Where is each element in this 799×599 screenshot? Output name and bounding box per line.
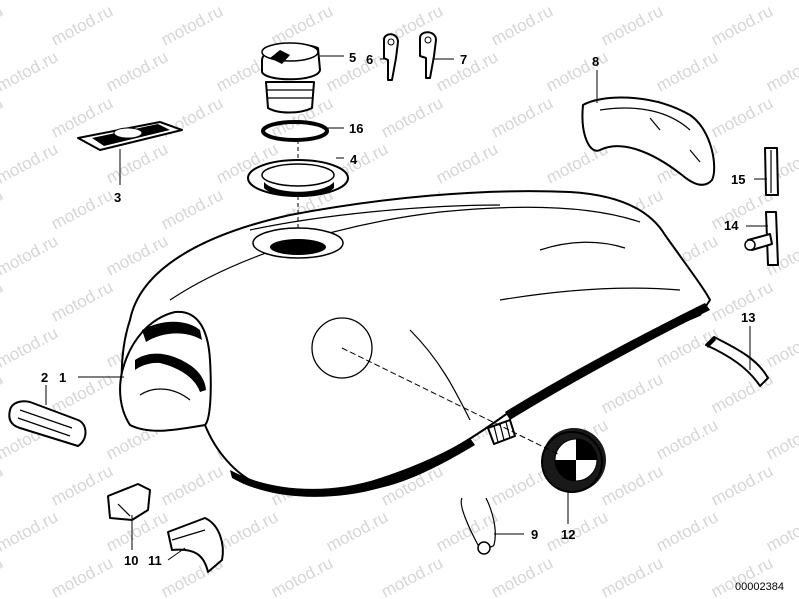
- callout-7: 7: [460, 52, 467, 67]
- watermark-text: motod.ru: [433, 507, 501, 555]
- watermark-text: motod.ru: [0, 507, 61, 555]
- watermark-text: motod.ru: [268, 1, 336, 49]
- filler-flange[interactable]: [247, 159, 349, 197]
- watermark-text: motod.ru: [0, 1, 6, 49]
- watermark-text: motod.ru: [103, 0, 171, 4]
- watermark-text: motod.ru: [0, 185, 6, 233]
- leader-lines: [45, 55, 768, 561]
- watermark-text: motod.ru: [378, 93, 446, 141]
- diagram-code: 00002384: [735, 581, 784, 593]
- hose-piece[interactable]: [705, 336, 769, 387]
- callout-8: 8: [592, 54, 599, 69]
- fuel-hose[interactable]: [764, 147, 779, 196]
- cover-11[interactable]: [167, 517, 224, 573]
- watermark-text: motod.ru: [488, 1, 556, 49]
- watermark-text: motod.ru: [103, 47, 171, 95]
- callout-2: 2: [41, 370, 48, 385]
- t-piece[interactable]: [744, 211, 779, 266]
- watermark-text: motod.ru: [763, 415, 799, 463]
- fuel-tank[interactable]: [119, 190, 711, 497]
- callout-labels: 1 2 3 4 5 6 7 8 9 10 11 12 13 14 15 16: [41, 50, 755, 568]
- knee-pad[interactable]: [581, 96, 716, 186]
- callout-16: 16: [349, 121, 363, 136]
- key-6[interactable]: [383, 33, 399, 81]
- watermark-text: motod.ru: [48, 461, 116, 509]
- watermark-text: motod.ru: [0, 323, 61, 371]
- side-reflector[interactable]: [8, 400, 87, 447]
- watermark-text: motod.ru: [378, 553, 446, 599]
- watermark-text: motod.ru: [323, 0, 391, 4]
- watermark-text: motod.ru: [158, 1, 226, 49]
- watermark-text: motod.ru: [653, 415, 721, 463]
- watermark-text: motod.ru: [0, 139, 61, 187]
- watermark-text: motod.ru: [48, 185, 116, 233]
- callout-6: 6: [366, 52, 373, 67]
- watermark-text: motod.ru: [543, 507, 611, 555]
- watermark-text: motod.ru: [708, 1, 776, 49]
- callout-15: 15: [731, 172, 745, 187]
- clip-10[interactable]: [107, 483, 151, 521]
- watermark-text: motod.ru: [48, 1, 116, 49]
- watermark-text: motod.ru: [0, 461, 6, 509]
- watermark-text: motod.ru: [323, 507, 391, 555]
- watermark-text: motod.ru: [323, 47, 391, 95]
- watermark-text: motod.ru: [433, 0, 501, 4]
- watermark-text: motod.ru: [543, 0, 611, 4]
- watermark-text: motod.ru: [0, 93, 6, 141]
- watermark-text: motod.ru: [653, 47, 721, 95]
- filler-cap[interactable]: [261, 42, 321, 114]
- watermark-text: motod.ru: [48, 553, 116, 599]
- callout-13: 13: [741, 310, 755, 325]
- watermark-text: motod.ru: [0, 47, 61, 95]
- callout-10: 10: [124, 553, 138, 568]
- key-7[interactable]: [419, 31, 437, 79]
- watermark-text: motod.ru: [0, 231, 61, 279]
- watermark-text: motod.ru: [708, 93, 776, 141]
- watermark-text: motod.ru: [763, 47, 799, 95]
- watermark-text: motod.ru: [0, 277, 6, 325]
- watermark-text: motod.ru: [433, 139, 501, 187]
- watermark-text: motod.ru: [268, 553, 336, 599]
- callout-14: 14: [724, 218, 739, 233]
- watermark-text: motod.ru: [763, 507, 799, 555]
- watermark-text: motod.ru: [708, 461, 776, 509]
- callout-5: 5: [349, 50, 356, 65]
- callout-11: 11: [148, 553, 162, 568]
- emblem-badge[interactable]: [541, 428, 606, 493]
- watermark-text: motod.ru: [213, 0, 281, 4]
- callout-3: 3: [114, 190, 121, 205]
- rubber-pad[interactable]: [77, 121, 183, 151]
- watermark-text: motod.ru: [598, 461, 666, 509]
- gasket-ring[interactable]: [261, 120, 329, 142]
- callout-9: 9: [531, 527, 538, 542]
- watermark-text: motod.ru: [598, 369, 666, 417]
- watermark-text: motod.ru: [158, 185, 226, 233]
- spring-clip[interactable]: [460, 497, 496, 555]
- watermark-text: motod.ru: [488, 93, 556, 141]
- callout-1: 1: [59, 370, 66, 385]
- watermark-text: motod.ru: [0, 553, 6, 599]
- watermark-text: motod.ru: [598, 553, 666, 599]
- watermark-text: motod.ru: [763, 323, 799, 371]
- watermark-text: motod.ru: [0, 369, 6, 417]
- watermark-text: motod.ru: [158, 461, 226, 509]
- watermark-text: motod.ru: [653, 507, 721, 555]
- watermark-text: motod.ru: [0, 0, 61, 4]
- watermark-text: motod.ru: [488, 553, 556, 599]
- watermark-text: motod.ru: [653, 0, 721, 4]
- callout-4: 4: [350, 152, 358, 167]
- watermark-text: motod.ru: [543, 47, 611, 95]
- callout-12: 12: [561, 527, 575, 542]
- watermark-text: motod.ru: [48, 277, 116, 325]
- watermark-text: motod.ru: [598, 1, 666, 49]
- watermark-text: motod.ru: [763, 0, 799, 4]
